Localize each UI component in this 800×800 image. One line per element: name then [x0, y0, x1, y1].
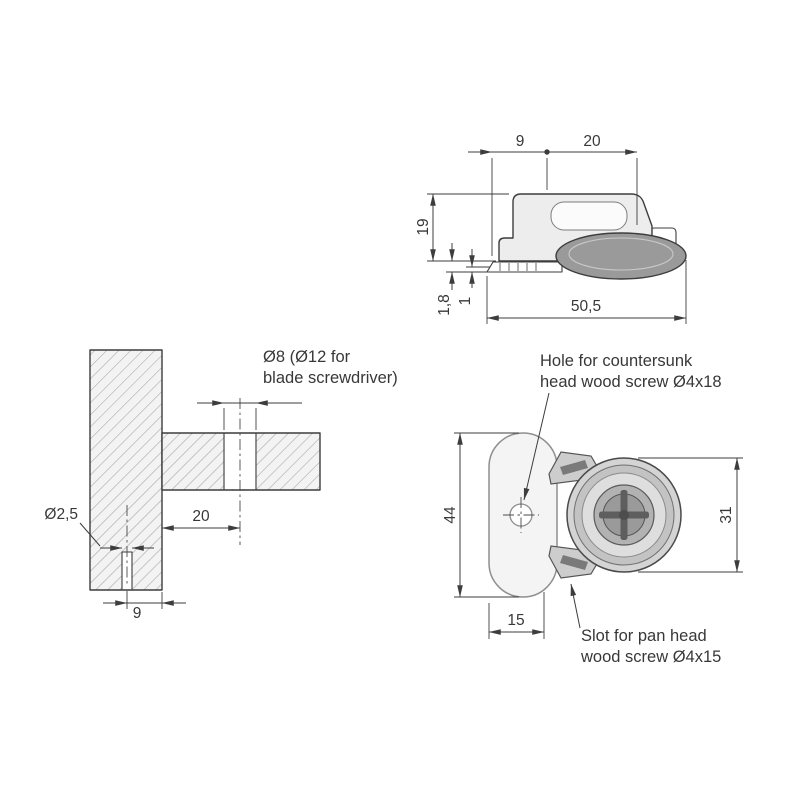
housing-slot-opening — [550, 201, 628, 231]
slot-label-line1: Slot for pan head — [581, 627, 707, 645]
side-view-part — [486, 193, 687, 280]
dim-20-section: 20 — [192, 508, 210, 525]
section-view: Ø8 (Ø12 for blade screwdriver) 20 Ø2,5 9 — [44, 348, 397, 622]
dim-31: 31 — [718, 506, 735, 523]
dim-1: 1 — [457, 297, 474, 306]
hole-label-line1: Hole for countersunk — [540, 352, 693, 370]
dim-9-section: 9 — [133, 605, 142, 622]
cam-disc-face — [568, 237, 674, 271]
phillips-center — [619, 510, 629, 520]
mounting-flange — [486, 261, 563, 273]
drill-label-line1: Ø8 (Ø12 for — [263, 348, 351, 366]
cam-disc — [555, 232, 687, 280]
front-view: 44 31 15 Hole for countersunk head wood … — [442, 352, 743, 666]
leader-line — [523, 392, 550, 501]
cam-housing — [566, 457, 682, 573]
side-view: 9 20 19 1,8 1 50,5 — [415, 133, 687, 324]
slot-label-line2: wood screw Ø4x15 — [580, 648, 721, 666]
drill-label-line2: blade screwdriver) — [263, 369, 398, 387]
flange-teeth — [499, 263, 537, 271]
dim-dot — [544, 149, 550, 155]
dim-2-5: Ø2,5 — [44, 506, 78, 523]
dim-20-top: 20 — [583, 133, 601, 150]
hole-label-line2: head wood screw Ø4x18 — [540, 373, 722, 391]
side-view-dimensions: 9 20 19 1,8 1 50,5 — [415, 133, 687, 324]
leader-line — [570, 583, 581, 629]
dim-9-top: 9 — [516, 133, 525, 150]
top-wing-slot — [560, 460, 588, 475]
dim-15: 15 — [507, 612, 524, 629]
dim-44: 44 — [442, 506, 459, 524]
bottom-wing-slot — [560, 555, 588, 570]
dim-1-8: 1,8 — [436, 294, 453, 316]
dim-19: 19 — [415, 218, 432, 235]
leader-line — [79, 522, 101, 547]
dim-50-5: 50,5 — [571, 298, 601, 315]
